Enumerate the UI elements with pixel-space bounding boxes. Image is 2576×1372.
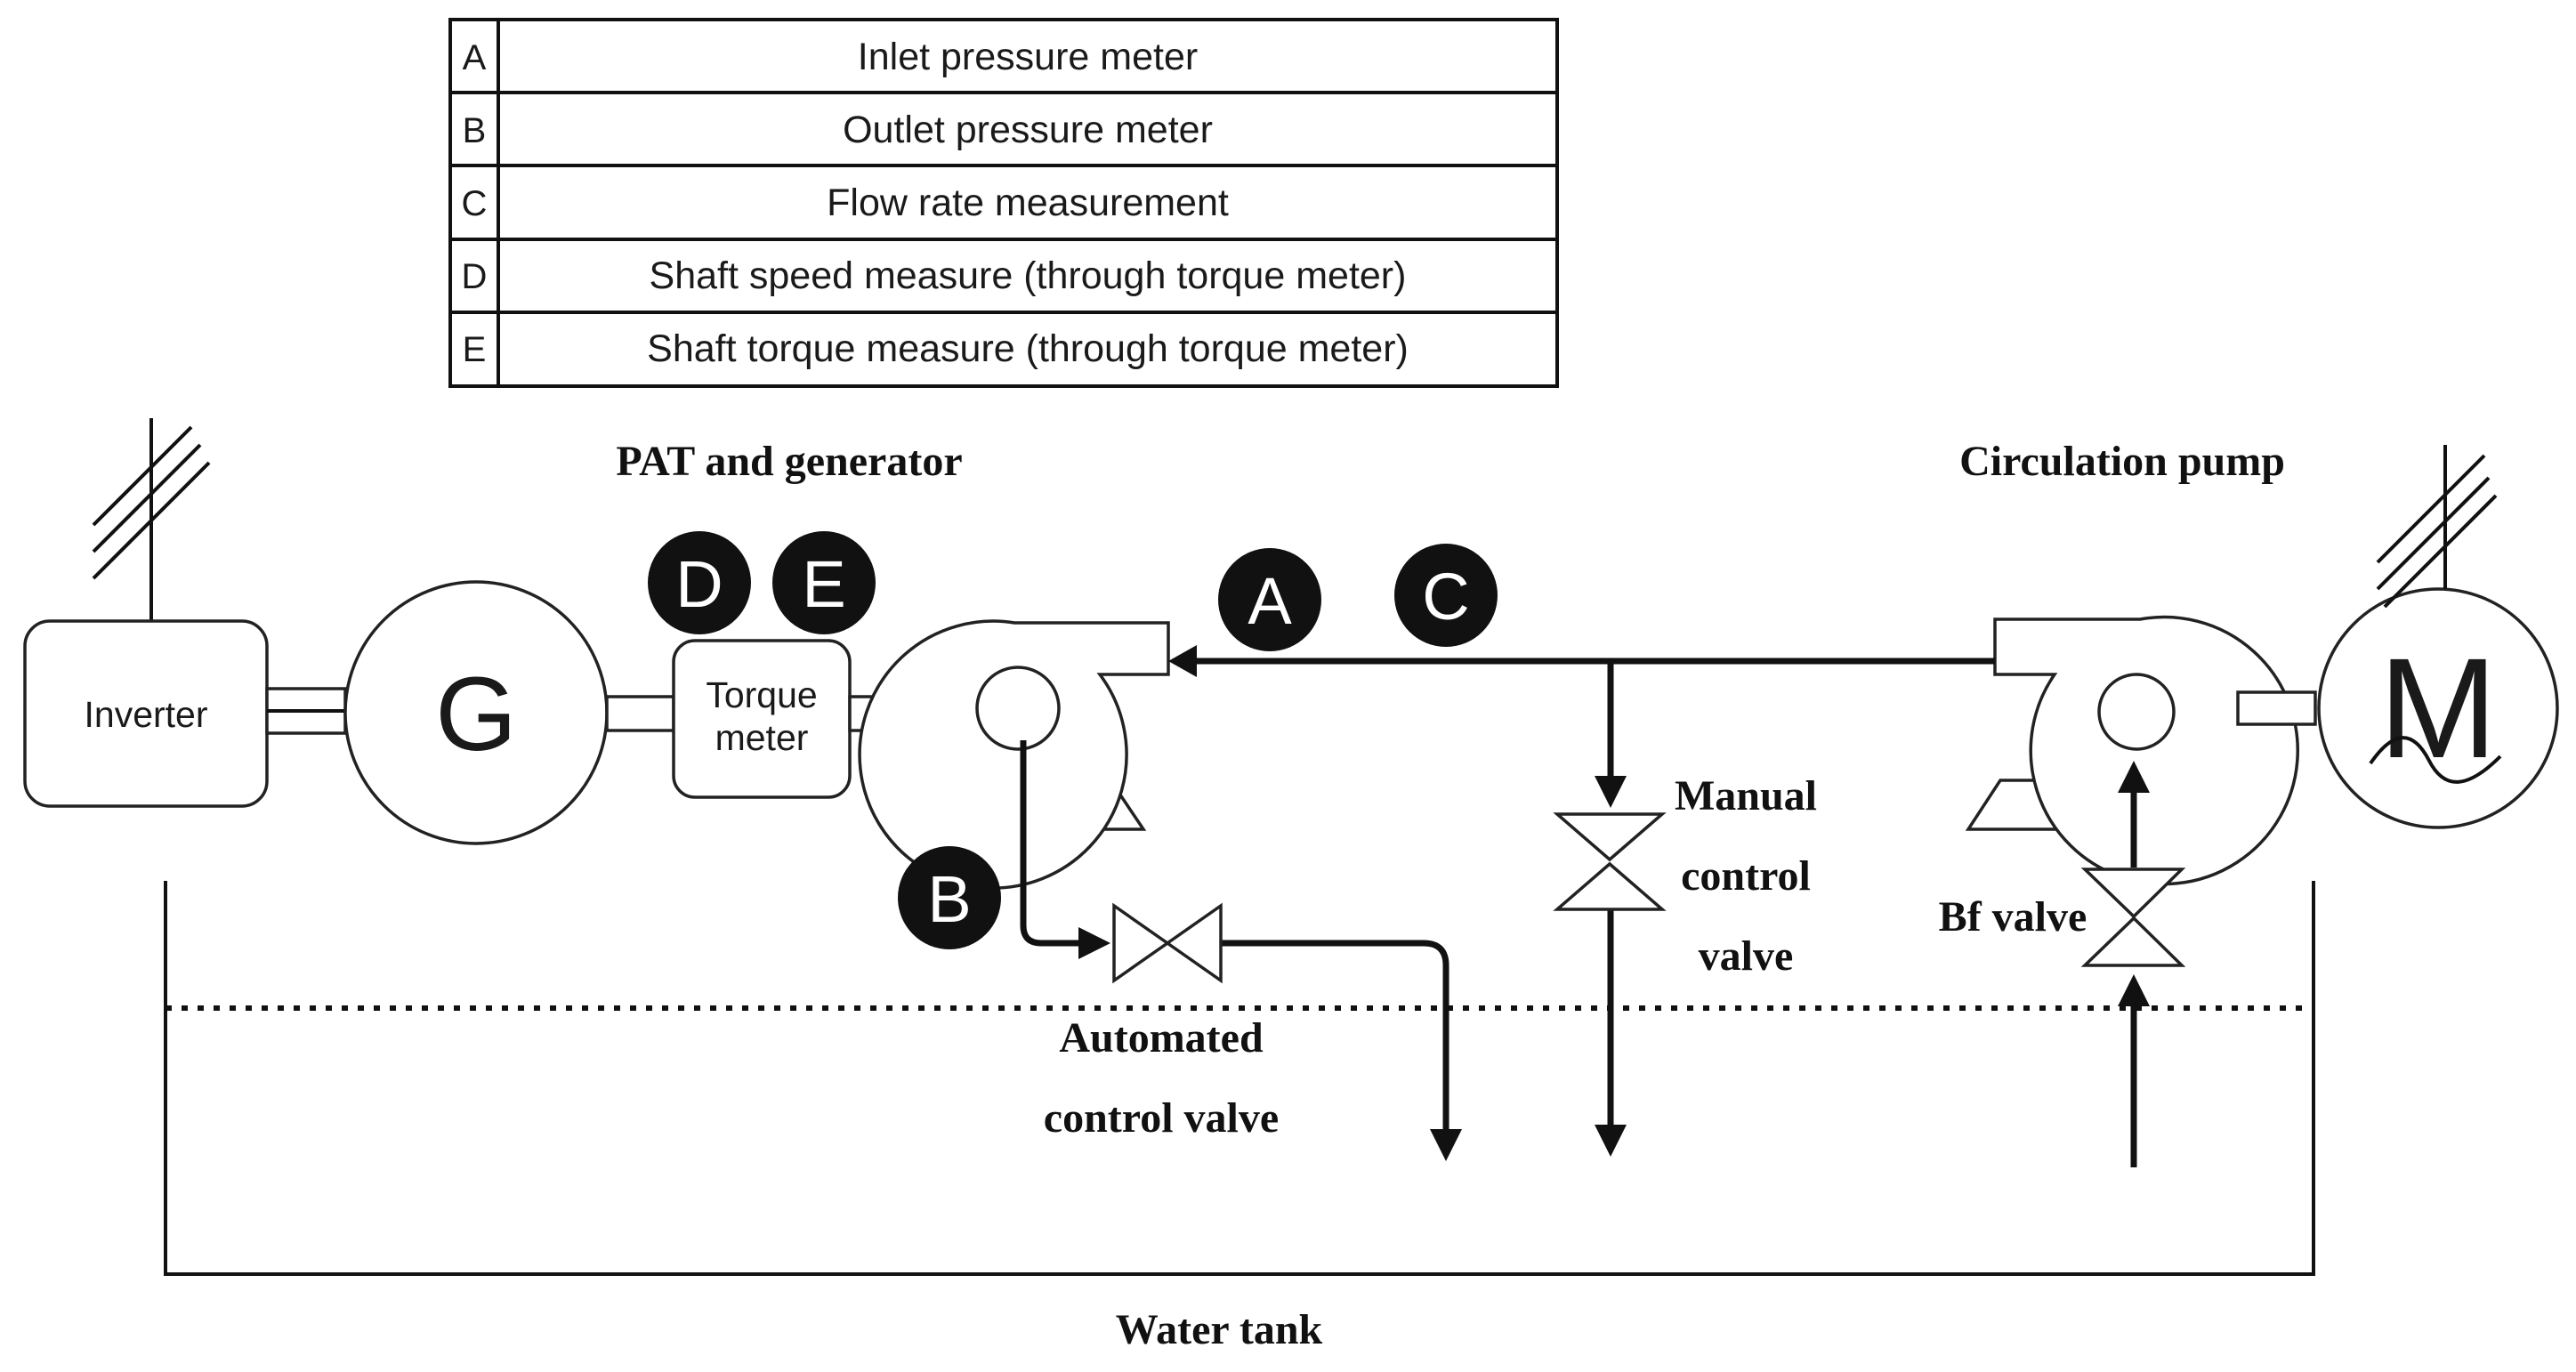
badge-e: E [772, 531, 876, 634]
motor-power-icon [2376, 445, 2498, 609]
badge-a-label: A [1248, 564, 1292, 638]
circulation-pump [1965, 615, 2299, 886]
legend-row: A Inlet pressure meter [463, 36, 1199, 78]
torque-meter-label-line1: Torque [706, 674, 817, 715]
pump-suction-pipe [2118, 761, 2150, 1167]
badge-c: C [1394, 544, 1498, 647]
legend-key: D [462, 257, 488, 296]
generator: G [343, 580, 609, 845]
automated-valve-label-line2: control valve [1044, 1094, 1279, 1142]
pat-pump [858, 619, 1170, 890]
torque-meter: Torque meter [672, 639, 852, 799]
badge-d-label: D [675, 547, 723, 621]
motor-label: M [2378, 628, 2497, 787]
badge-b: B [898, 846, 1001, 949]
badge-e-label: E [802, 547, 845, 621]
pat-and-generator-title: PAT and generator [616, 438, 962, 485]
generator-torque-coupling [605, 695, 675, 732]
bf-valve [2080, 868, 2186, 967]
bypass-pipe [1595, 661, 1627, 1157]
inverter-generator-coupling [265, 687, 347, 735]
automated-valve-label-line1: Automated [1059, 1014, 1264, 1061]
motor-ac-wave-icon [2369, 736, 2502, 784]
legend-row: B Outlet pressure meter [463, 109, 1213, 151]
water-tank-title: Water tank [1116, 1306, 1323, 1353]
torque-meter-label-line2: meter [715, 717, 809, 758]
legend-description: Outlet pressure meter [843, 109, 1213, 151]
supply-pipe [1168, 645, 1995, 677]
inverter-label: Inverter [85, 694, 208, 735]
pat-inlet-arrow [1168, 645, 1197, 677]
grid-connection-icon [92, 418, 211, 621]
legend-key: A [463, 38, 487, 77]
badge-a: A [1218, 548, 1321, 651]
manual-control-valve [1553, 812, 1667, 911]
motor: M [2317, 587, 2559, 829]
generator-label: G [435, 656, 517, 773]
legend-table: A Inlet pressure meter B Outlet pressure… [448, 18, 1559, 388]
manual-valve-label-line3: valve [1699, 932, 1794, 980]
legend-key: C [462, 184, 488, 223]
badge-c-label: C [1422, 560, 1469, 634]
water-tank [164, 881, 2315, 1276]
legend-row: E Shaft torque measure (through torque m… [463, 327, 1409, 370]
inverter: Inverter [23, 619, 269, 808]
legend-key: E [463, 330, 487, 369]
legend-description: Shaft speed measure (through torque mete… [650, 254, 1407, 297]
manual-valve-label-line2: control [1681, 852, 1811, 900]
legend-description: Flow rate measurement [827, 182, 1229, 224]
legend-row: D Shaft speed measure (through torque me… [462, 254, 1407, 297]
bf-valve-label: Bf valve [1939, 893, 2087, 940]
pump-motor-coupling [2236, 690, 2317, 726]
badge-b-label: B [927, 862, 971, 936]
automated-control-valve [1112, 902, 1223, 984]
pat-outlet-pipe [1020, 740, 1462, 1161]
badge-d: D [648, 531, 751, 634]
circulation-pump-title: Circulation pump [1959, 438, 2285, 485]
legend-description: Shaft torque measure (through torque met… [647, 327, 1409, 370]
legend-row: C Flow rate measurement [462, 182, 1229, 224]
legend-description: Inlet pressure meter [858, 36, 1198, 78]
manual-valve-label-line1: Manual [1675, 772, 1817, 819]
legend-key: B [463, 111, 487, 150]
